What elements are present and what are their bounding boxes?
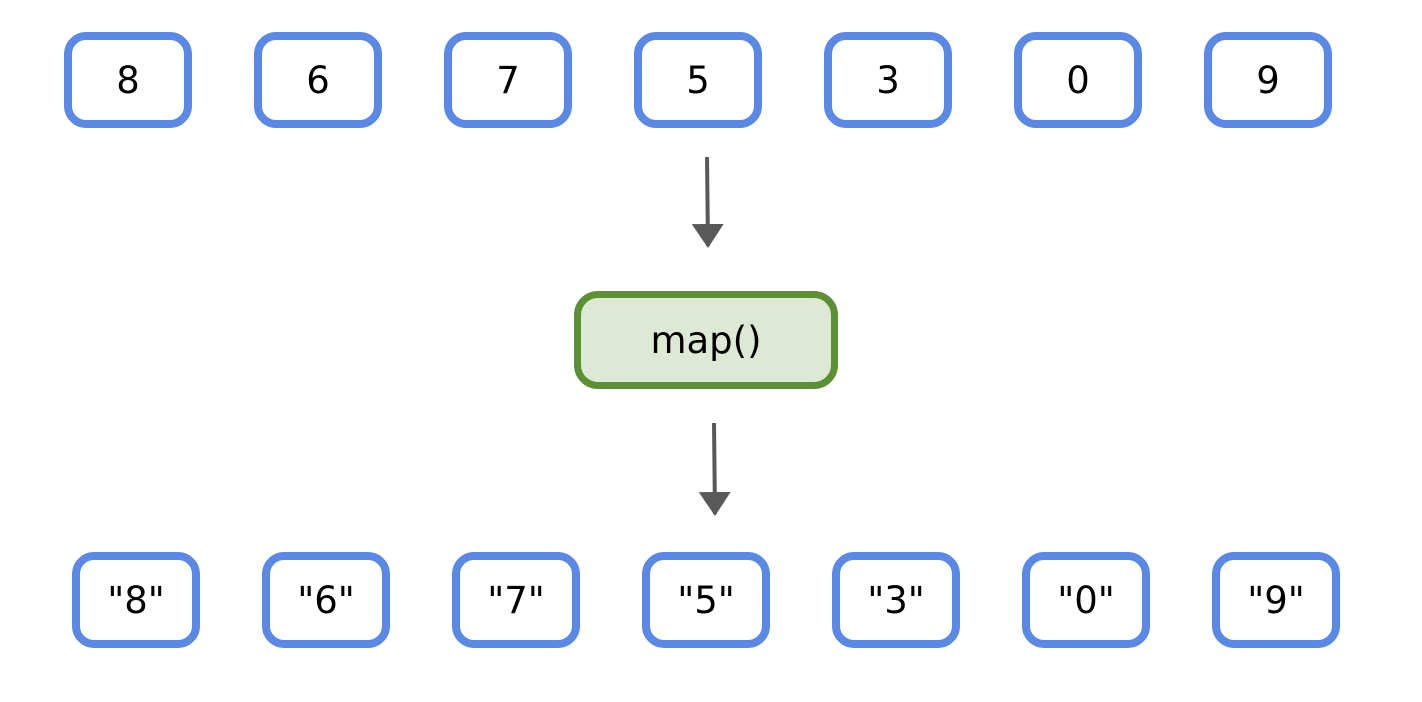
input-item: 8 (64, 32, 192, 128)
output-item: "0" (1022, 552, 1150, 648)
arrow-map-to-output (698, 422, 731, 516)
output-item: "3" (832, 552, 960, 648)
output-item: "6" (262, 552, 390, 648)
output-item: "9" (1212, 552, 1340, 648)
output-item: "5" (642, 552, 770, 648)
input-item: 5 (634, 32, 762, 128)
output-item: "7" (452, 552, 580, 648)
input-item: 7 (444, 32, 572, 128)
input-item: 0 (1014, 32, 1142, 128)
input-item: 9 (1204, 32, 1332, 128)
input-item: 3 (824, 32, 952, 128)
arrow-input-to-map (691, 156, 724, 248)
map-operation-box: map() (574, 291, 838, 389)
input-item: 6 (254, 32, 382, 128)
output-item: "8" (72, 552, 200, 648)
